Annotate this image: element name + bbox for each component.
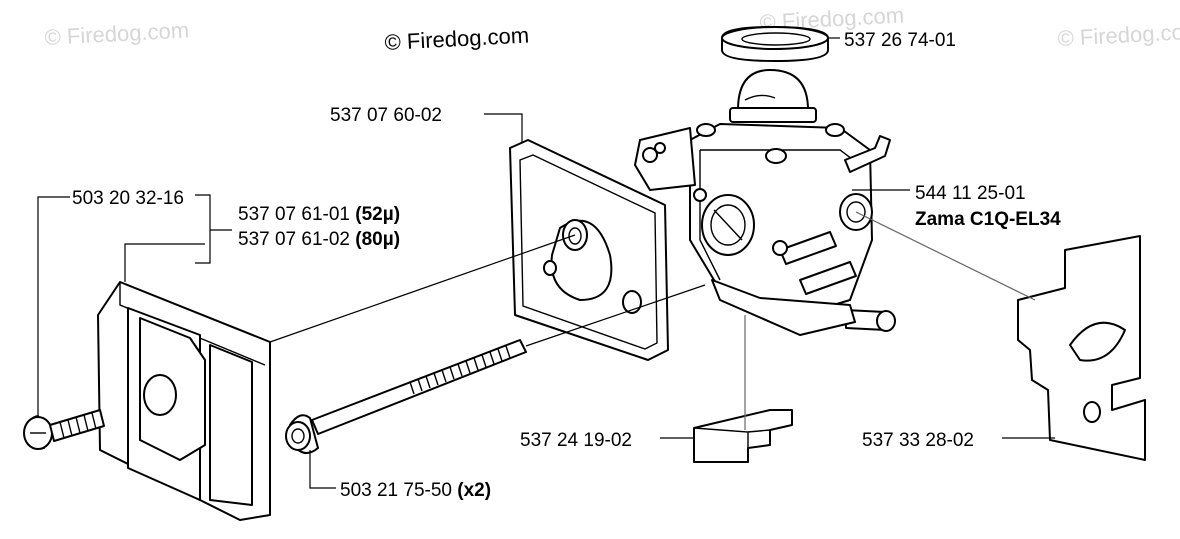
watermark-left: © Firedog.com bbox=[44, 17, 190, 50]
gasket bbox=[509, 139, 669, 361]
watermark-right: © Firedog.com bbox=[1057, 18, 1180, 51]
axis-line-right bbox=[855, 211, 1036, 301]
small-block bbox=[693, 409, 793, 463]
short-screw bbox=[23, 409, 105, 450]
leader-short-screw bbox=[37, 196, 70, 418]
label-filter-80: 537 07 61-02 (80µ) bbox=[238, 229, 400, 250]
long-bolt bbox=[285, 339, 527, 454]
spacer-block bbox=[1017, 235, 1146, 461]
carburetor bbox=[634, 69, 896, 336]
filter-bracket bbox=[195, 194, 211, 264]
leader-long-bolt bbox=[309, 450, 336, 489]
axis-line-upper bbox=[269, 234, 576, 343]
label-carburetor: 544 11 25-01 bbox=[915, 183, 1026, 204]
leader-gasket bbox=[484, 113, 523, 142]
label-long-bolt: 503 21 75-50 (x2) bbox=[340, 480, 491, 501]
copyright-notice: © Firedog.com bbox=[384, 22, 530, 55]
ring-seal bbox=[721, 26, 829, 62]
axis-line-lower bbox=[525, 284, 706, 347]
label-short-screw: 503 20 32-16 bbox=[72, 188, 184, 209]
label-carburetor-model: Zama C1Q-EL34 bbox=[915, 209, 1061, 230]
label-small-block: 537 24 19-02 bbox=[520, 430, 632, 451]
filter-body bbox=[97, 281, 271, 521]
label-gasket: 537 07 60-02 bbox=[330, 105, 442, 126]
label-ring-seal: 537 26 74-01 bbox=[844, 30, 956, 51]
leader-filter bbox=[124, 243, 205, 282]
label-spacer: 537 33 28-02 bbox=[862, 430, 974, 451]
label-filter-52: 537 07 61-01 (52µ) bbox=[238, 204, 400, 225]
